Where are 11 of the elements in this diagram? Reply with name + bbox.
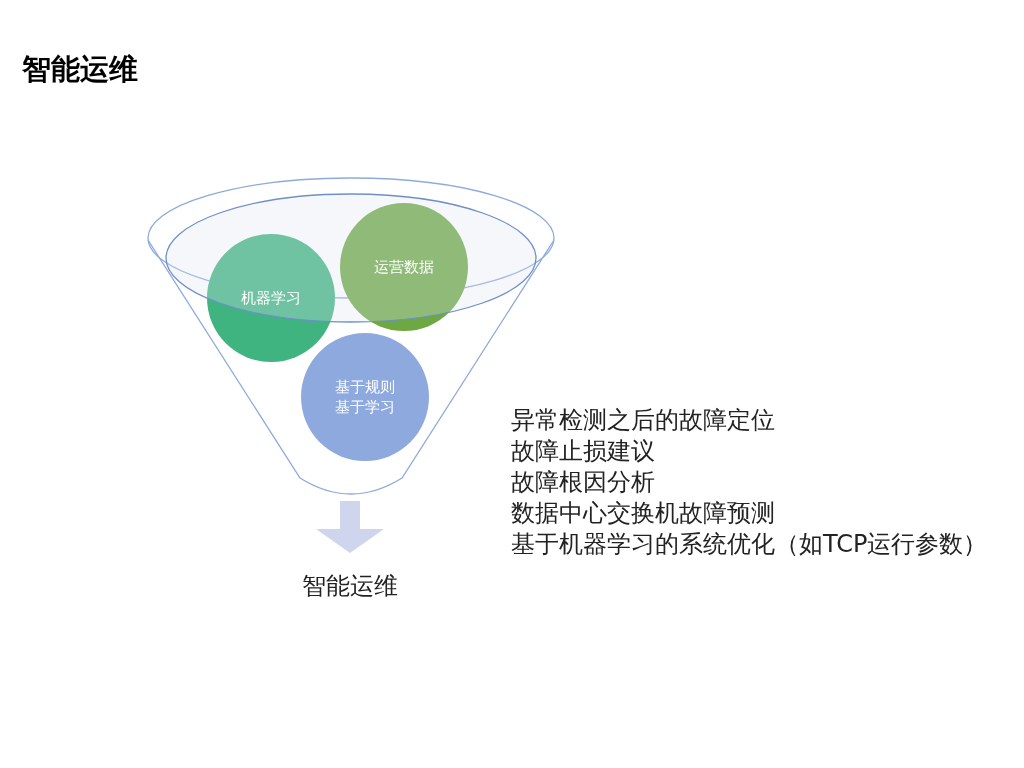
arrow <box>316 501 384 553</box>
circle: 基于规则基于学习 <box>301 333 429 461</box>
circle: 运营数据 <box>340 203 468 331</box>
output-label: 智能运维 <box>290 553 410 607</box>
circle: 机器学习 <box>207 234 335 362</box>
list-item: 异常检测之后的故障定位 <box>511 405 775 435</box>
list-item: 故障止损建议 <box>511 436 655 466</box>
list-item: 故障根因分析 <box>511 467 655 497</box>
list-item: 数据中心交换机故障预测 <box>511 498 775 528</box>
list-item: 基于机器学习的系统优化（如TCP运行参数） <box>511 529 988 559</box>
title: 智能运维 <box>22 51 138 88</box>
